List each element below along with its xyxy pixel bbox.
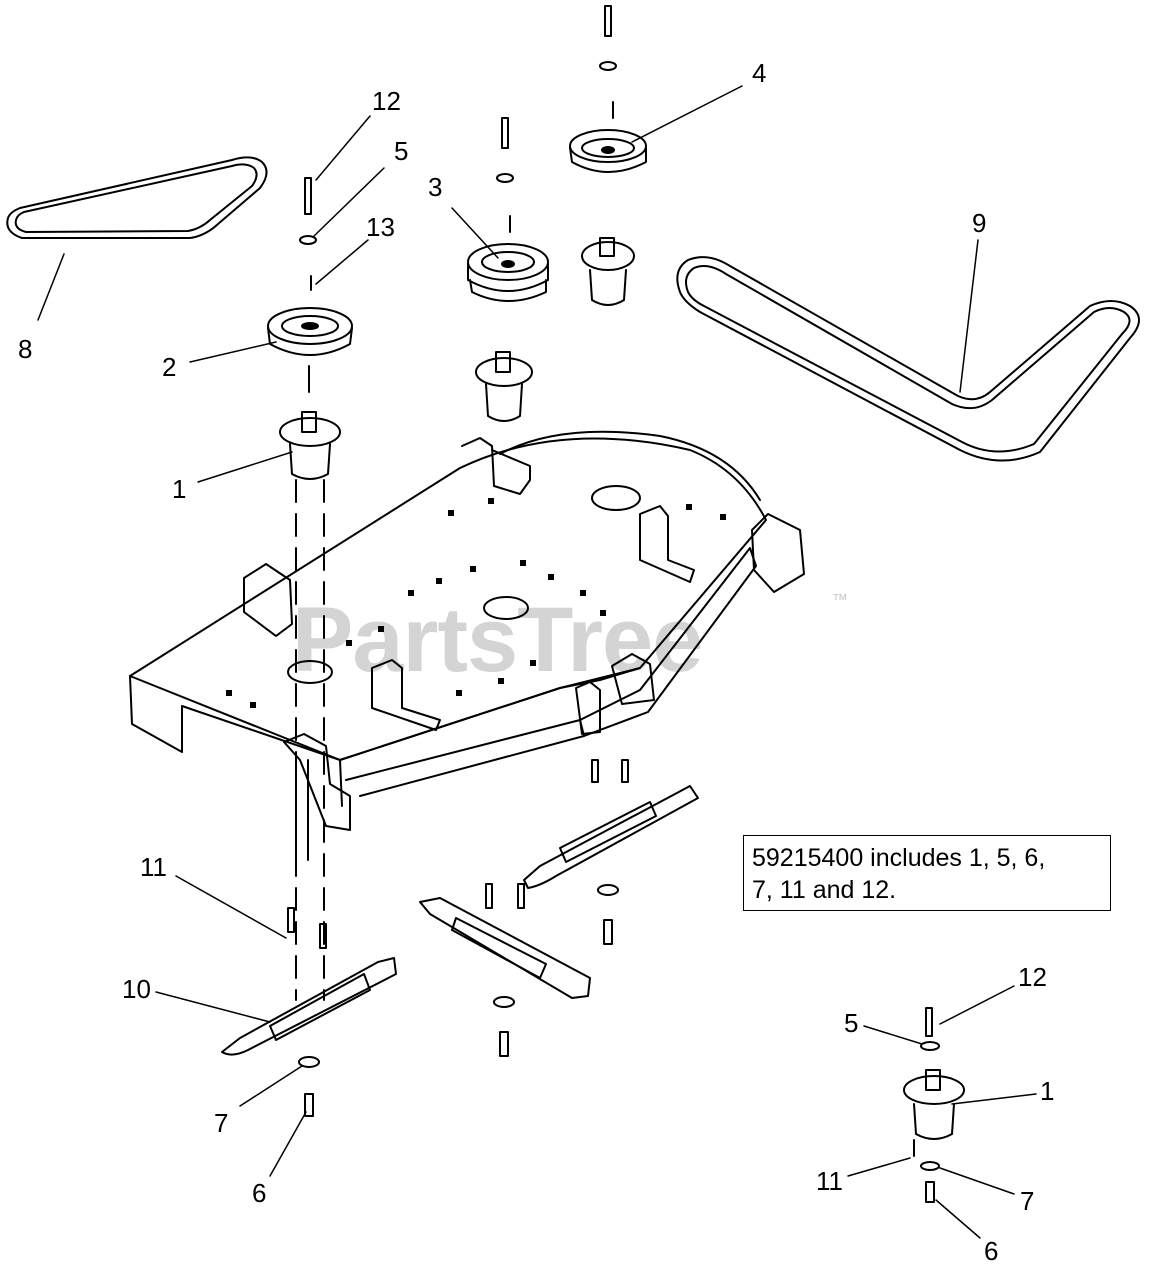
kit-note-box: 59215400 includes 1, 5, 6, 7, 11 and 12.	[743, 835, 1111, 911]
belt-8	[6, 156, 268, 239]
trademark-symbol: ™	[832, 592, 848, 609]
callout-5-right: 5	[844, 1008, 858, 1038]
callout-13: 13	[366, 212, 395, 242]
spindle-1-left	[279, 411, 341, 1001]
blade-upper	[523, 785, 699, 889]
kit-note-line-1: 59215400 includes 1, 5, 6,	[752, 844, 1046, 872]
blade-middle	[419, 897, 591, 999]
pulley-2	[267, 307, 353, 393]
callout-6-right: 6	[984, 1236, 998, 1266]
pulley-3	[467, 243, 549, 302]
pulley-4	[569, 129, 647, 173]
blade-10	[221, 957, 397, 1056]
callout-4: 4	[752, 58, 766, 88]
callout-1-left: 1	[172, 474, 186, 504]
partstree-watermark: PartsTree	[292, 589, 703, 691]
callout-1-right: 1	[1040, 1076, 1054, 1106]
bolt-12-left-stack	[299, 177, 317, 291]
callout-11-right: 11	[816, 1166, 843, 1196]
belt-9	[676, 256, 1140, 462]
leader-lines	[37, 85, 1037, 1239]
spindle-1-right-assembly	[903, 1007, 965, 1203]
callout-10: 10	[122, 974, 151, 1004]
blade-bolts-center	[287, 759, 629, 949]
callout-2: 2	[162, 352, 176, 382]
callout-12-top: 12	[372, 86, 401, 116]
callout-11-left: 11	[140, 852, 167, 882]
spindle-upper-right	[581, 237, 635, 306]
spindle-middle	[475, 351, 533, 422]
callout-labels: 12 5 13 3 4 8 2 9 1 11 10 7 6 12 5 1 11 …	[18, 58, 1054, 1266]
kit-note-line-2: 7, 11 and 12.	[752, 876, 897, 904]
hardware-lower-center	[298, 884, 619, 1117]
mower-deck	[129, 430, 805, 861]
callout-6-left: 6	[252, 1178, 266, 1208]
bolt-top-4	[599, 5, 617, 119]
callout-8: 8	[18, 334, 32, 364]
callout-9: 9	[972, 208, 986, 238]
callout-5-top: 5	[394, 136, 408, 166]
callout-7-left: 7	[214, 1108, 228, 1138]
callout-12-right: 12	[1018, 962, 1047, 992]
callout-7-right: 7	[1020, 1186, 1034, 1216]
bolt-top-3	[496, 117, 514, 233]
callout-3: 3	[428, 172, 442, 202]
